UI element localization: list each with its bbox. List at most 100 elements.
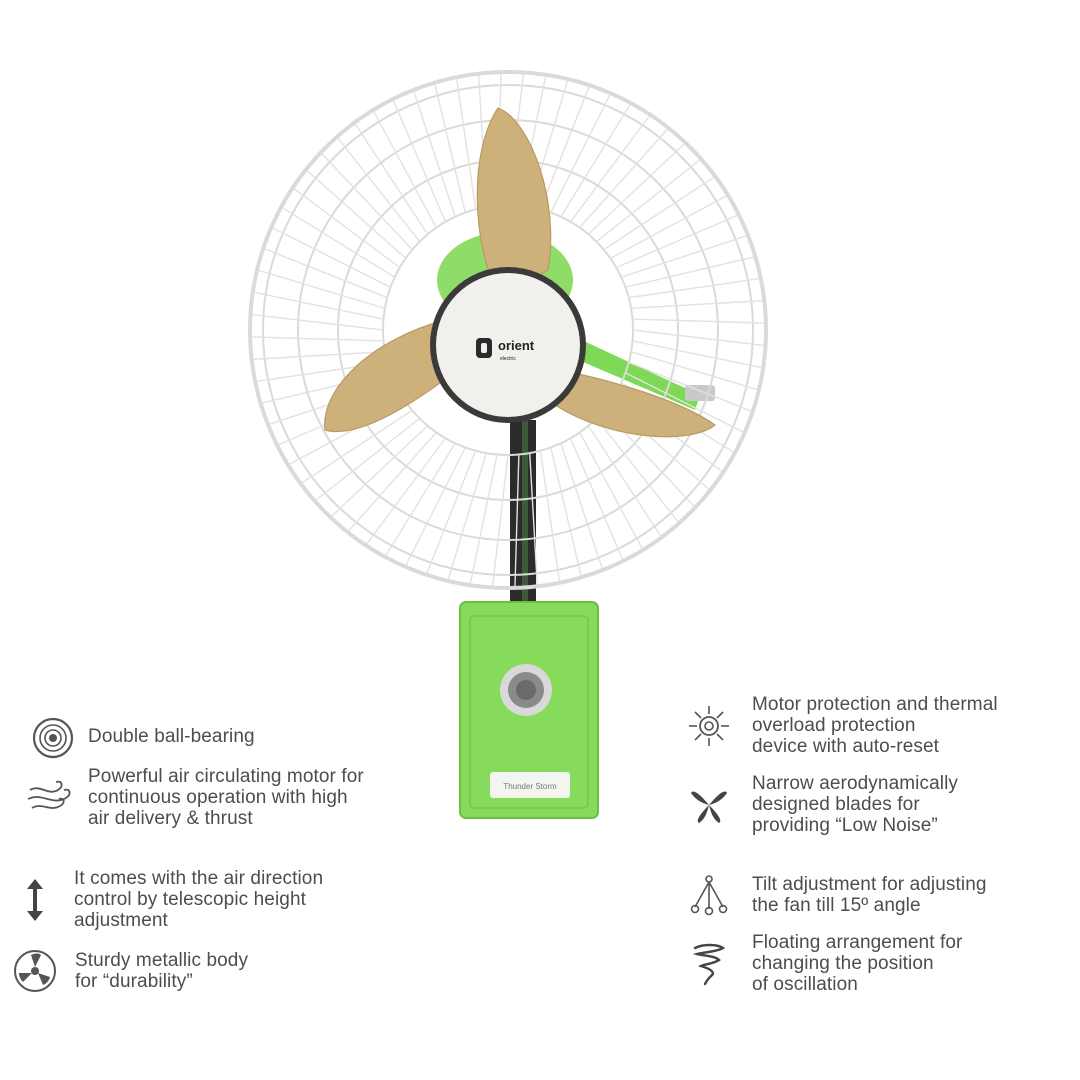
feature-line: Sturdy metallic body bbox=[75, 950, 249, 971]
metallic-body-icon bbox=[12, 948, 58, 994]
guard-wire bbox=[587, 143, 685, 235]
guard-wire bbox=[632, 329, 764, 347]
guard-wire bbox=[550, 94, 611, 213]
feature-line: air delivery & thrust bbox=[88, 808, 253, 829]
feature-line: Double ball-bearing bbox=[88, 726, 255, 747]
guard-wire bbox=[631, 300, 763, 309]
guard-wire bbox=[621, 235, 747, 278]
guard-wire bbox=[366, 437, 447, 545]
guard-wire bbox=[539, 86, 590, 210]
guard-wire bbox=[529, 453, 538, 585]
guard-wire bbox=[258, 269, 386, 309]
guard-wire bbox=[307, 170, 407, 259]
ball-bearing-icon bbox=[30, 715, 76, 761]
feature-line: of oscillation bbox=[752, 974, 858, 995]
guard-wire bbox=[392, 100, 447, 223]
brand-logo-text: orient bbox=[498, 338, 535, 353]
guard-wire bbox=[595, 417, 679, 522]
guard-wire bbox=[434, 84, 466, 213]
feature-double-ball-bearing: Double ball-bearing bbox=[30, 715, 255, 761]
guard-wire bbox=[539, 450, 561, 581]
guard-wire bbox=[252, 336, 384, 342]
guard-wire bbox=[264, 248, 388, 299]
feature-line: control by telescopic height bbox=[74, 889, 306, 910]
guard-wire bbox=[628, 361, 752, 412]
motor-protection-icon bbox=[686, 694, 732, 758]
guard-wire bbox=[610, 195, 727, 259]
feature-line: device with auto-reset bbox=[752, 736, 940, 757]
guard-wire bbox=[405, 447, 466, 566]
feature-line: for “durability” bbox=[75, 971, 193, 992]
guard-wire bbox=[321, 153, 413, 251]
guard-wire bbox=[579, 432, 643, 549]
guard-wire bbox=[455, 79, 477, 210]
guard-wire bbox=[569, 115, 650, 223]
guard-wire bbox=[348, 431, 437, 531]
feature-line: It comes with the air direction bbox=[74, 868, 324, 889]
fan-blades bbox=[324, 107, 716, 438]
guard-wire bbox=[514, 454, 520, 586]
guard-wire bbox=[491, 454, 509, 586]
guard-wire bbox=[293, 188, 401, 269]
guard-wire bbox=[550, 447, 582, 576]
feature-line: Motor protection and thermal bbox=[752, 694, 998, 715]
guard-wire bbox=[560, 443, 603, 569]
guard-wire bbox=[282, 207, 396, 278]
guard-wire bbox=[630, 351, 758, 391]
feature-text: Double ball-bearing bbox=[88, 715, 255, 747]
height-adjust-icon bbox=[20, 868, 50, 932]
guard-wire bbox=[354, 123, 429, 235]
panel-label: Thunder Storm bbox=[503, 782, 557, 791]
feature-line: the fan till 15º angle bbox=[752, 895, 921, 916]
blade-icon bbox=[686, 773, 732, 837]
feature-line: Tilt adjustment for adjusting bbox=[752, 874, 987, 895]
guard-wire bbox=[632, 340, 762, 369]
feature-line: providing “Low Noise” bbox=[752, 815, 938, 836]
guard-wire bbox=[628, 277, 759, 299]
feature-line: designed blades for bbox=[752, 794, 920, 815]
guard-wire bbox=[373, 111, 437, 228]
oscillation-icon bbox=[686, 932, 732, 996]
feature-line: continuous operation with high bbox=[88, 787, 348, 808]
guard-wire bbox=[385, 442, 456, 556]
guard-wire bbox=[603, 176, 715, 251]
feature-line: Narrow aerodynamically bbox=[752, 773, 958, 794]
feature-line: changing the position bbox=[752, 953, 934, 974]
guard-wire bbox=[413, 91, 456, 217]
guard-wire bbox=[625, 372, 744, 433]
air-flow-icon bbox=[26, 766, 76, 830]
guard-wire bbox=[595, 159, 700, 243]
feature-line: Floating arrangement for bbox=[752, 932, 963, 953]
guard-wire bbox=[579, 129, 668, 229]
guard-wire bbox=[272, 227, 391, 288]
guard-wire bbox=[316, 417, 421, 501]
guard-wire bbox=[252, 313, 384, 331]
guard-wire bbox=[587, 425, 662, 537]
feature-line: Powerful air circulating motor for bbox=[88, 766, 364, 787]
fan-hub: orient electric bbox=[430, 267, 586, 423]
guard-wire bbox=[469, 454, 498, 584]
control-box: Thunder Storm bbox=[459, 601, 599, 819]
guard-wire bbox=[331, 425, 429, 517]
guard-wire bbox=[560, 104, 631, 218]
tilt-icon bbox=[686, 872, 732, 918]
feature-line: adjustment bbox=[74, 910, 168, 931]
guard-wire bbox=[254, 291, 384, 320]
guard-wire bbox=[301, 409, 413, 484]
guard-wire bbox=[615, 214, 738, 269]
guard-wire bbox=[625, 256, 754, 288]
brand-logo-subtext: electric bbox=[500, 356, 516, 362]
guard-wire bbox=[569, 437, 624, 560]
feature-line: overload protection bbox=[752, 715, 916, 736]
